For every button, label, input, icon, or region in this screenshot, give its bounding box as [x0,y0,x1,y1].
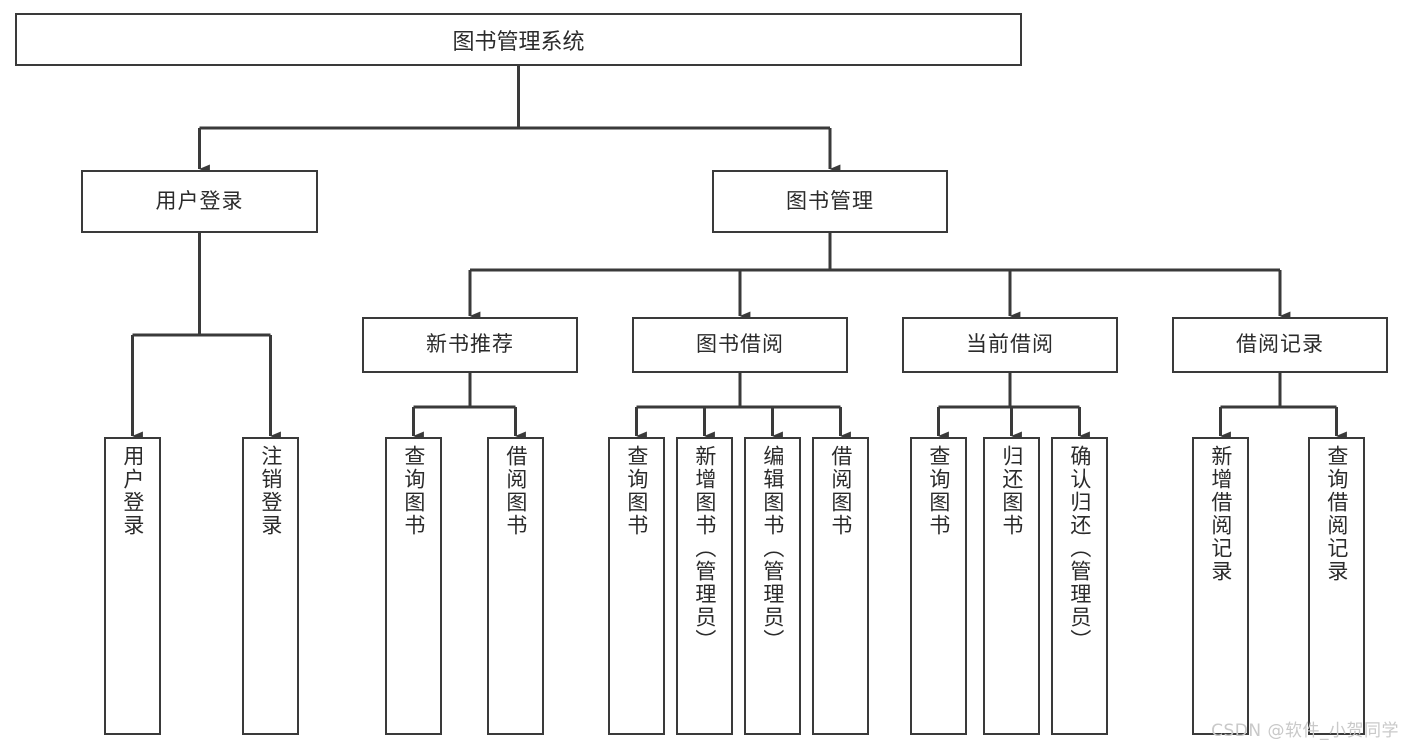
node-leaf-add-book[interactable]: 新增图书（管理员） [676,437,733,735]
node-label: 图书借阅 [696,332,784,357]
node-label: 图书管理 [786,188,874,213]
csdn-watermark: CSDN @软件_小贺同学 [1211,721,1399,741]
node-leaf-query-book-3[interactable]: 查询图书 [910,437,967,735]
node-label: 编辑图书（管理员） [760,445,785,652]
node-book-borrow[interactable]: 图书借阅 [632,317,848,373]
node-leaf-edit-book[interactable]: 编辑图书（管理员） [744,437,801,735]
node-current-borrow[interactable]: 当前借阅 [902,317,1118,373]
node-book-manage[interactable]: 图书管理 [712,170,948,233]
node-label: 新书推荐 [426,332,514,357]
node-label: 新增借阅记录 [1208,445,1233,583]
node-label: 借阅记录 [1236,332,1324,357]
node-leaf-query-record[interactable]: 查询借阅记录 [1308,437,1365,735]
node-new-book-recommend[interactable]: 新书推荐 [362,317,578,373]
node-label: 新增图书（管理员） [692,445,717,652]
node-leaf-query-book-2[interactable]: 查询图书 [608,437,665,735]
node-leaf-query-book-1[interactable]: 查询图书 [385,437,442,735]
node-label: 当前借阅 [966,332,1054,357]
node-borrow-record[interactable]: 借阅记录 [1172,317,1388,373]
node-label: 查询图书 [624,445,649,537]
node-label: 注销登录 [258,445,283,537]
node-label: 借阅图书 [828,445,853,537]
node-label: 用户登录 [120,445,145,537]
node-label: 归还图书 [999,445,1024,537]
node-label: 查询借阅记录 [1324,445,1349,583]
node-leaf-confirm-return[interactable]: 确认归还（管理员） [1051,437,1108,735]
node-label: 查询图书 [401,445,426,537]
node-root-system[interactable]: 图书管理系统 [15,13,1022,66]
node-leaf-add-record[interactable]: 新增借阅记录 [1192,437,1249,735]
node-user-login[interactable]: 用户登录 [81,170,318,233]
node-label: 图书管理系统 [452,29,585,55]
node-label: 查询图书 [926,445,951,537]
node-leaf-borrow-book-2[interactable]: 借阅图书 [812,437,869,735]
node-leaf-return-book[interactable]: 归还图书 [983,437,1040,735]
node-label: 用户登录 [155,188,244,213]
node-leaf-user-logout[interactable]: 注销登录 [242,437,299,735]
node-label: 借阅图书 [503,445,528,537]
node-leaf-user-login[interactable]: 用户登录 [104,437,161,735]
node-leaf-borrow-book-1[interactable]: 借阅图书 [487,437,544,735]
node-label: 确认归还（管理员） [1067,445,1092,652]
